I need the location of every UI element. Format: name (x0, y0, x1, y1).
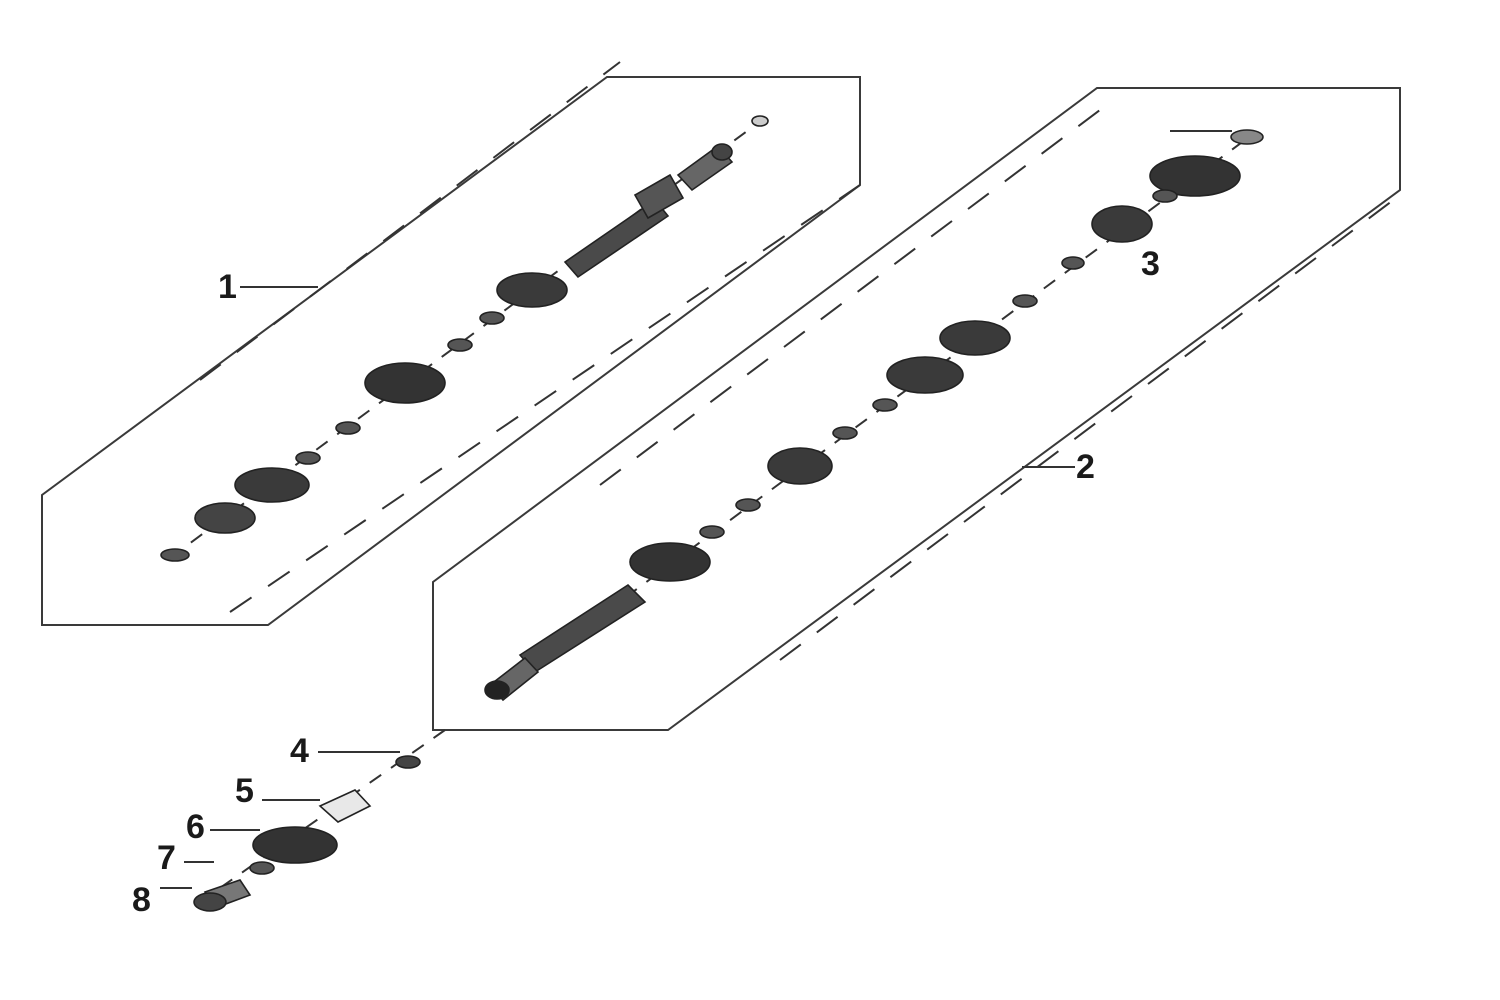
washer (335, 421, 361, 435)
gear (496, 272, 568, 308)
callout-7: 7 (157, 839, 176, 877)
part-7-washer (249, 861, 275, 875)
part-4-washer (395, 755, 421, 769)
washer (1012, 294, 1038, 308)
assembly-2-axis-lower (779, 194, 1401, 661)
gear (939, 320, 1011, 356)
washer (735, 498, 761, 512)
loose-parts (193, 729, 446, 912)
spline (484, 680, 510, 700)
gear (194, 502, 256, 534)
assembly-1-group (41, 61, 861, 626)
callout-4: 4 (290, 732, 309, 770)
washer (160, 548, 190, 562)
washer (1061, 256, 1085, 270)
shaft-body (563, 198, 670, 279)
shaft-collar (633, 173, 685, 220)
gear (1091, 205, 1153, 243)
gear (234, 467, 310, 503)
washer (295, 451, 321, 465)
washer (479, 311, 505, 325)
gear (364, 362, 446, 404)
assembly-2-group (432, 87, 1401, 731)
assembly-1-outline (41, 76, 861, 626)
end-cap (751, 115, 769, 127)
callout-1: 1 (218, 268, 237, 306)
shaft-1-parts (160, 115, 769, 562)
gear (767, 447, 833, 485)
gear (1149, 155, 1241, 197)
bearing (711, 143, 733, 161)
assembly-1-axis-lower (229, 184, 861, 613)
callout-5: 5 (235, 772, 254, 810)
part-8-bolt-head (193, 892, 227, 912)
washer (1152, 189, 1178, 203)
end-cap (1230, 129, 1264, 145)
washer (699, 525, 725, 539)
part-5-bushing (318, 789, 372, 823)
assembly-1-axis-upper (199, 61, 621, 381)
washer (872, 398, 898, 412)
gear (886, 356, 964, 394)
callout-6: 6 (186, 808, 205, 846)
callout-2: 2 (1076, 448, 1095, 486)
gear (629, 542, 711, 582)
shaft-2-parts (484, 129, 1264, 702)
washer (447, 338, 473, 352)
part-6-gear (252, 826, 338, 864)
main-shaft-body (518, 583, 647, 674)
assembly-2-outline (432, 87, 1401, 731)
callout-3: 3 (1141, 245, 1160, 283)
washer (832, 426, 858, 440)
callout-8: 8 (132, 881, 151, 919)
assembly-2-axis-upper (599, 109, 1101, 486)
